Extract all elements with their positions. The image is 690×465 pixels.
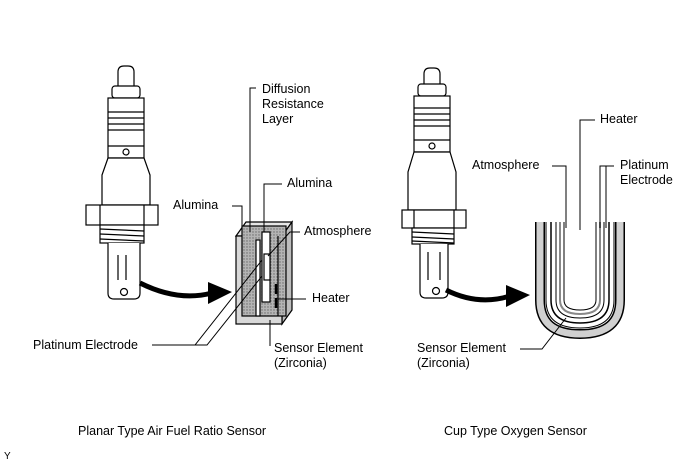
cup-element	[535, 222, 625, 340]
label-atmosphere-cup: Atmosphere	[472, 158, 540, 172]
cup-arrow	[444, 285, 530, 307]
planar-arrow	[138, 280, 232, 304]
label-platinum-electrode-planar: Platinum Electrode	[33, 338, 138, 352]
label-heater-planar: Heater	[312, 291, 350, 305]
label-sensor-element-planar: Sensor Element (Zirconia)	[274, 341, 363, 370]
planar-sensor-body	[85, 65, 159, 300]
label-platinum-electrode-cup: Platinum Electrode	[620, 158, 673, 187]
cup-leaders	[520, 119, 614, 350]
caption-planar: Planar Type Air Fuel Ratio Sensor	[78, 424, 267, 438]
planar-element	[234, 220, 294, 326]
label-sensor-element-cup: Sensor Element (Zirconia)	[417, 341, 506, 370]
label-heater-cup: Heater	[600, 112, 638, 126]
corner-mark: Y	[4, 451, 11, 462]
label-atmosphere-planar: Atmosphere	[304, 224, 372, 238]
planar-leaders	[152, 87, 306, 346]
label-diffusion-resistance-layer: Diffusion Resistance Layer	[262, 82, 324, 126]
label-alumina-left: Alumina	[173, 198, 219, 212]
cup-sensor-body	[401, 67, 467, 299]
caption-cup: Cup Type Oxygen Sensor	[444, 424, 587, 438]
label-alumina-right: Alumina	[287, 176, 333, 190]
